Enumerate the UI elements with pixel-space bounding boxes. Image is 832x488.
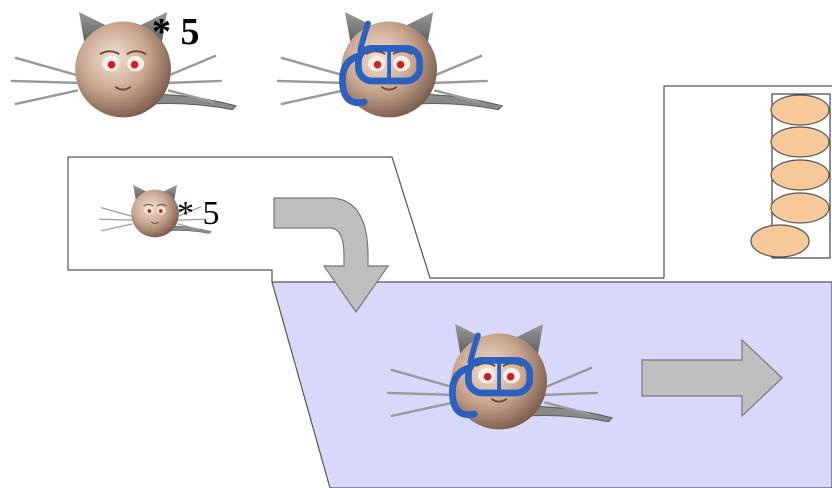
disk-frame [663, 85, 832, 278]
top-snorkel-cat-icon [276, 10, 504, 119]
input-box-left-edge [67, 157, 273, 282]
top-cat-icon [10, 10, 238, 119]
top-cat-multiplier: * 5 [152, 11, 200, 53]
right-arrow-icon [641, 338, 783, 418]
input-box-outline [68, 156, 664, 279]
disk-stack-icon [750, 93, 831, 259]
small-cat-multiplier: * 5 [177, 195, 220, 232]
curved-arrow-icon [273, 197, 390, 314]
